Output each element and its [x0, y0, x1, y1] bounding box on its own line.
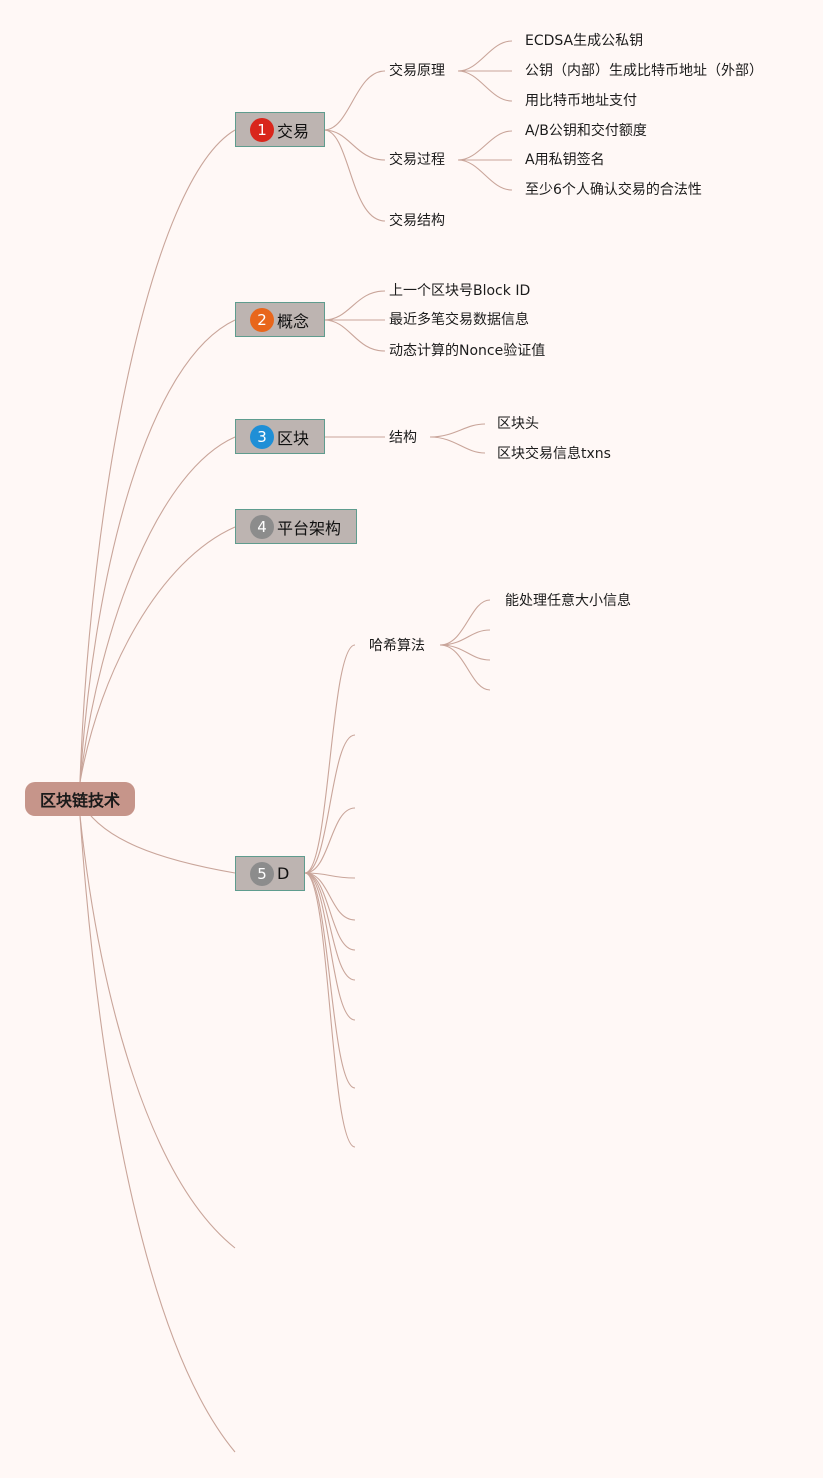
number-badge-icon: 4: [250, 514, 274, 539]
branch-label: 交易: [277, 121, 310, 141]
child-node[interactable]: 动态计算的Nonce验证值: [389, 343, 546, 359]
link-b1-c1-l3: [457, 70, 513, 102]
branch-label: 平台架构: [277, 518, 342, 538]
leaf-node[interactable]: A用私钥签名: [525, 152, 605, 168]
link-b1-c2: [323, 129, 386, 161]
link-b5-c1-l1: [439, 599, 491, 646]
leaf-node[interactable]: 用比特币地址支付: [525, 93, 637, 109]
link-b5-c1: [304, 644, 356, 874]
child-node[interactable]: 哈希算法: [369, 638, 425, 654]
link-b1-c3: [323, 129, 386, 222]
link-b5-c1-e2: [439, 644, 491, 661]
link-b5-e4: [304, 872, 356, 921]
child-node[interactable]: 交易结构: [389, 213, 445, 229]
leaf-node[interactable]: 能处理任意大小信息: [505, 593, 631, 609]
link-b5-e1: [304, 734, 356, 874]
child-node[interactable]: 结构: [389, 430, 417, 446]
link-b5-e3: [304, 872, 356, 879]
link-b3-c1-l1: [429, 423, 486, 438]
link-root-empty-1: [79, 815, 236, 1249]
leaf-node[interactable]: ECDSA生成公私钥: [525, 33, 644, 49]
leaf-node[interactable]: 至少6个人确认交易的合法性: [525, 182, 702, 198]
leaf-node[interactable]: 区块交易信息txns: [497, 446, 611, 462]
link-root-b2: [79, 319, 236, 783]
link-b3-c1-l2: [429, 436, 486, 454]
link-root-b4: [79, 526, 236, 783]
link-b5-e6: [304, 872, 356, 981]
link-root-empty-2: [79, 815, 236, 1453]
branch-node-d[interactable]: 5 D: [235, 856, 305, 891]
link-b5-e2: [304, 807, 356, 874]
number-badge-icon: 5: [250, 861, 274, 886]
number-badge-icon: 2: [250, 307, 274, 332]
link-b1-c2-l3: [457, 159, 513, 191]
number-badge-icon: 1: [250, 117, 274, 142]
link-b5-e7: [304, 872, 356, 1021]
branch-node-concept[interactable]: 2 概念: [235, 302, 325, 337]
child-node[interactable]: 最近多笔交易数据信息: [389, 312, 529, 328]
leaf-node[interactable]: 公钥（内部）生成比特币地址（外部）: [525, 63, 763, 79]
link-b1-c2-l1: [457, 130, 513, 161]
link-b5-e5: [304, 872, 356, 951]
branch-label: 区块: [277, 428, 310, 448]
branch-node-block[interactable]: 3 区块: [235, 419, 325, 454]
branch-node-platform-architecture[interactable]: 4 平台架构: [235, 509, 357, 544]
link-b1-c1: [323, 70, 386, 131]
leaf-node[interactable]: 区块头: [497, 416, 539, 432]
link-root-b1: [79, 129, 236, 783]
number-badge-icon: 3: [250, 424, 274, 449]
link-b5-c1-e1: [439, 629, 491, 646]
branch-node-transaction[interactable]: 1 交易: [235, 112, 325, 147]
child-node[interactable]: 上一个区块号Block ID: [389, 283, 531, 299]
link-b2-c3: [323, 319, 386, 352]
child-node[interactable]: 交易过程: [389, 152, 445, 168]
branch-label: D: [277, 864, 290, 883]
link-root-b3: [79, 436, 236, 783]
link-b5-e9: [304, 872, 356, 1148]
link-b5-e8: [304, 872, 356, 1089]
root-node[interactable]: 区块链技术: [25, 782, 135, 816]
link-b1-c1-l1: [457, 40, 513, 72]
child-node[interactable]: 交易原理: [389, 63, 445, 79]
link-b5-c1-e3: [439, 644, 491, 691]
branch-label: 概念: [277, 311, 310, 331]
link-b2-c1: [323, 290, 386, 321]
leaf-node[interactable]: A/B公钥和交付额度: [525, 123, 647, 139]
